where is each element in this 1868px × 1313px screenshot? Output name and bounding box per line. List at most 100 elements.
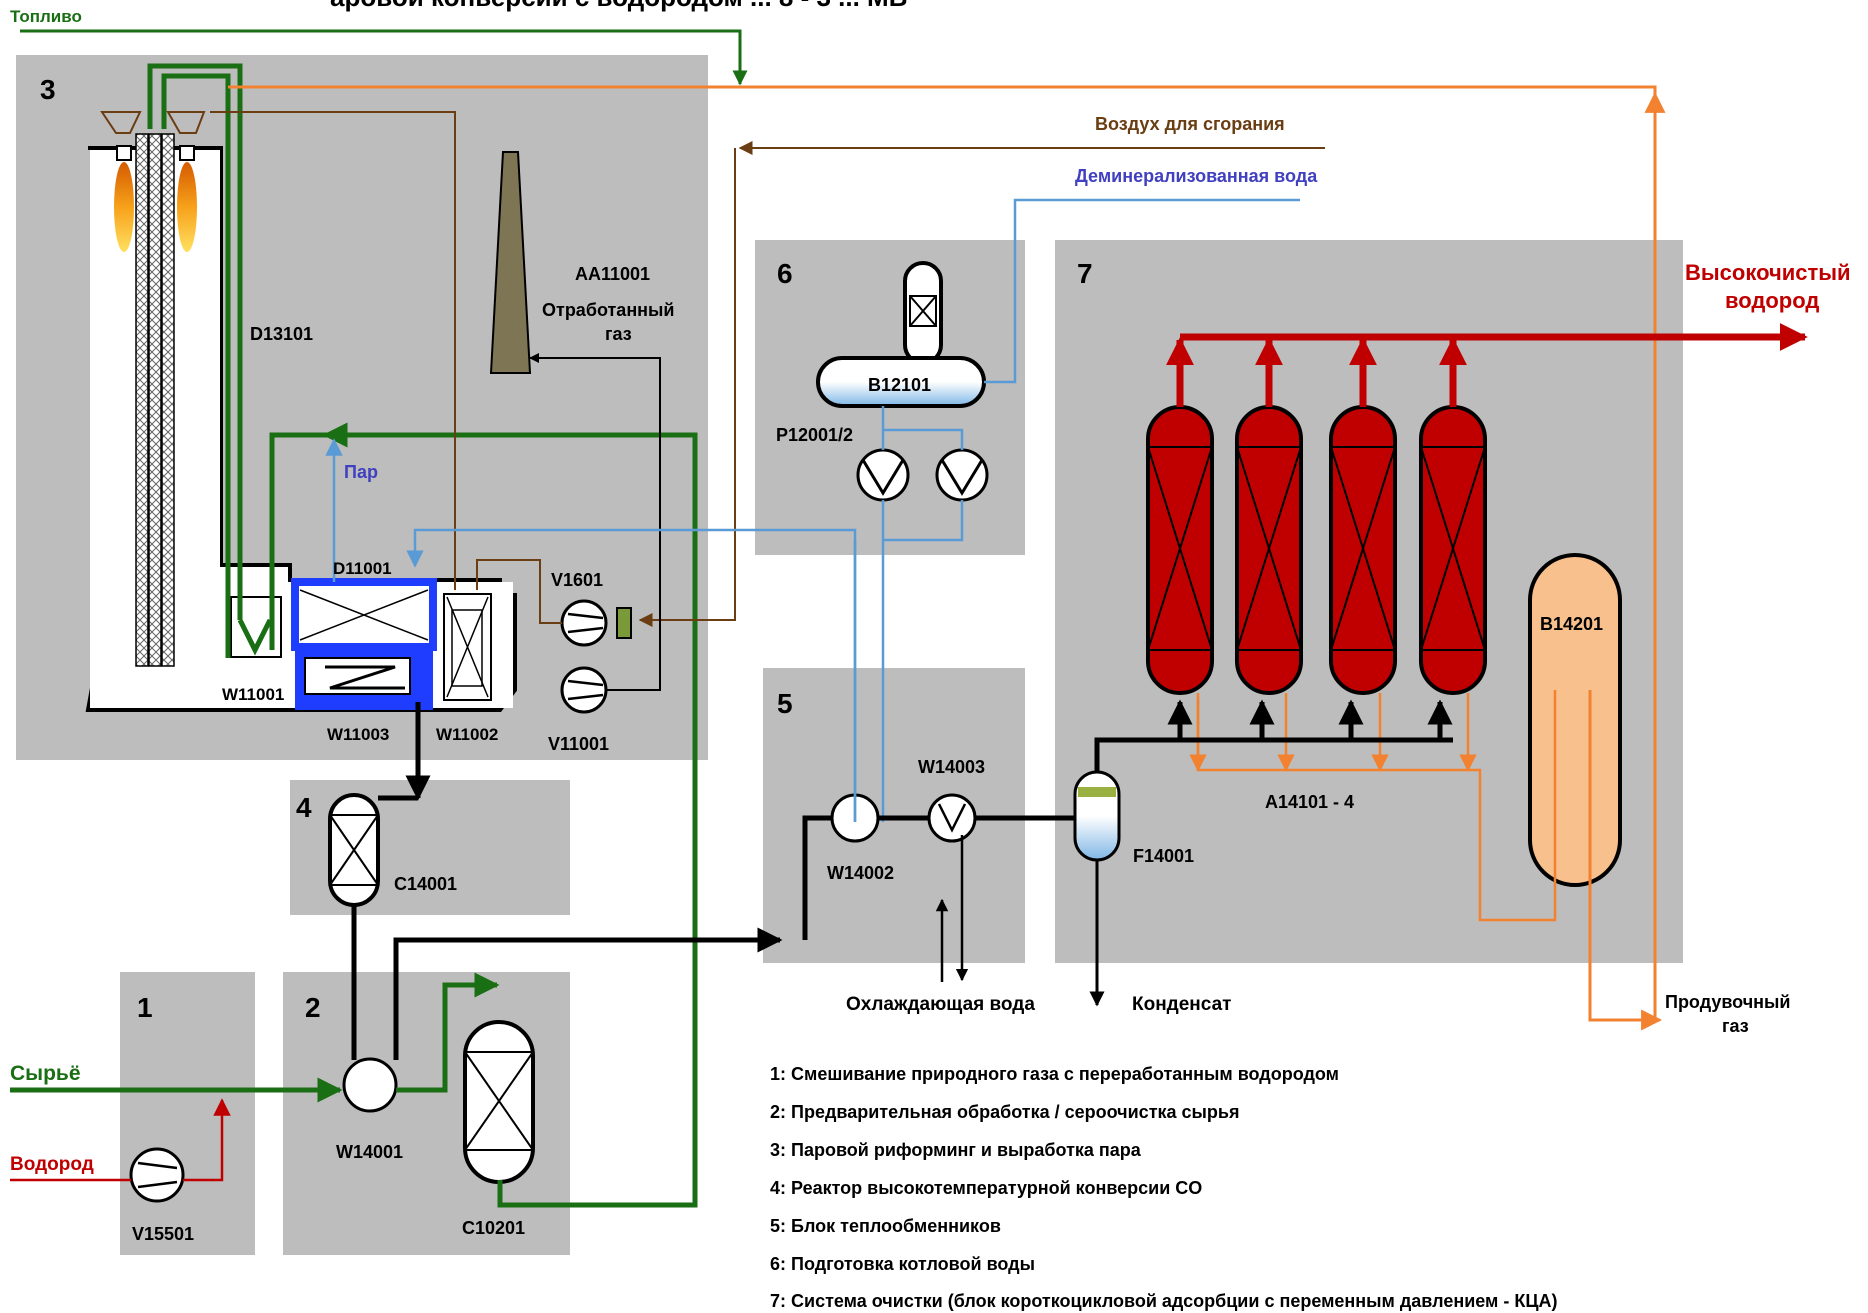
tag-C14001: C14001: [394, 874, 457, 894]
legend-item-6: 6: Подготовка котловой воды: [770, 1254, 1035, 1274]
legend-item-4: 4: Реактор высокотемпературной конверсии…: [770, 1178, 1202, 1198]
purge-gas-out: [1588, 690, 1663, 1031]
heat-exchanger-W14003: [927, 793, 977, 843]
heat-exchanger-W14001: [342, 1057, 398, 1113]
label-combustion-air: Воздух для сгорания: [1095, 114, 1285, 134]
feed-to-desulfurizer: [396, 972, 500, 1093]
block-1-number: 1: [137, 992, 153, 1023]
steam-to-reformer-line: [269, 432, 698, 1208]
compressor-V15501: [129, 1147, 185, 1203]
label-hydrogen: Водород: [10, 1154, 94, 1175]
tag-W14001: W14001: [336, 1142, 403, 1162]
block-5-number: 5: [777, 688, 793, 719]
C14001-cross: [329, 814, 379, 886]
burner-hood-left: [100, 111, 142, 134]
pump-b-symbol: [940, 459, 984, 496]
tag-D13101: D13101: [250, 324, 313, 344]
tag-AA11001: AA11001: [575, 264, 650, 284]
process-gas-into-W14002: [802, 815, 832, 940]
adsorber-1-cross: [1147, 446, 1213, 651]
stack-AA11001: [489, 151, 532, 374]
W14003-symbol: [937, 803, 967, 833]
burner-right: [179, 145, 195, 161]
legend-item-2: 2: Предварительная обработка / сероочист…: [770, 1102, 1239, 1122]
label-purge-gas-2: газ: [1722, 1016, 1749, 1036]
adsorber-3-cross: [1330, 446, 1396, 651]
tag-W11003: W11003: [327, 725, 389, 744]
air-blower-to-convection: [476, 559, 562, 624]
tag-C10201: C10201: [462, 1218, 525, 1238]
tag-B14201: B14201: [1540, 614, 1603, 634]
combustion-air-to-blower: [638, 148, 736, 627]
label-feed: Сырьё: [10, 1062, 81, 1085]
F14001-demister: [1078, 787, 1116, 797]
tag-B12101: B12101: [868, 375, 931, 395]
tag-W11001: W11001: [222, 685, 284, 704]
label-off-gas-1: Отработанный: [542, 300, 675, 320]
tag-D11001: D11001: [333, 559, 392, 578]
D13101-loop: [237, 618, 273, 656]
fuel-line: [20, 29, 748, 86]
label-purge-gas-1: Продувочный: [1665, 992, 1790, 1012]
legend: 1: Смешивание природного газа с перерабо…: [770, 1064, 1557, 1311]
label-high-purity-h2-2: водород: [1725, 288, 1819, 313]
label-high-purity-h2-1: Высокочистый: [1685, 260, 1851, 285]
block-7-number: 7: [1077, 258, 1093, 289]
blower-V11001: [560, 666, 608, 714]
W11003-coil: [325, 665, 405, 690]
pump-a-symbol: [861, 459, 905, 496]
label-demin-water: Деминерализованная вода: [1075, 166, 1318, 186]
block-6-number: 6: [777, 258, 793, 289]
label-fuel: Топливо: [10, 7, 82, 26]
block-2-number: 2: [305, 992, 321, 1023]
tag-P12001-2: P12001/2: [776, 425, 853, 445]
V11001-symbol: [567, 679, 604, 701]
separator-F14001: [1073, 770, 1121, 862]
process-gas-W14001-to-W14002: [393, 937, 720, 1060]
label-condensate: Конденсат: [1132, 994, 1231, 1015]
vessel-B14201: [1528, 553, 1622, 887]
fuel-to-burners: [147, 63, 243, 658]
block-4-number: 4: [296, 792, 312, 823]
C10201-cross: [464, 1051, 534, 1151]
purge-gas-fuel-line: [228, 85, 1657, 1020]
burner-hood-right: [166, 111, 206, 134]
tag-V15501: V15501: [132, 1224, 194, 1244]
tag-W14002: W14002: [827, 863, 894, 883]
adsorber-4-cross: [1420, 446, 1486, 651]
legend-item-7: 7: Система очистки (блок короткоцикловой…: [770, 1291, 1557, 1311]
legend-item-3: 3: Паровой риформинг и выработка пара: [770, 1140, 1142, 1160]
W11002-cross: [446, 596, 489, 698]
tag-F14001: F14001: [1133, 846, 1194, 866]
bfw-pump-lines: [881, 406, 964, 450]
title-fragment: аровой конверсии с водородом ... 8 - 3 .…: [330, 0, 907, 12]
burner-left: [116, 145, 132, 161]
label-off-gas-2: газ: [605, 324, 632, 344]
tag-V1601: V1601: [551, 570, 603, 590]
V1601-symbol: [567, 612, 604, 634]
tag-V11001: V11001: [548, 734, 609, 754]
reformer-tube-3: [161, 133, 175, 667]
deaerator-column-cross: [909, 295, 937, 327]
adsorbers-A14101-4: [1146, 405, 1487, 695]
reformer-tube-1: [135, 133, 149, 667]
bfw-to-drum: [406, 528, 857, 822]
blower-V1601: [560, 599, 608, 647]
air-filter: [616, 607, 632, 639]
V15501-symbol: [137, 1161, 178, 1189]
label-cooling-water: Охлаждающая вода: [846, 994, 1035, 1015]
W11002-inner: [451, 609, 483, 687]
tag-W14003: W14003: [918, 757, 985, 777]
hot-air-to-burners: [210, 111, 456, 590]
label-steam: Пар: [344, 462, 378, 482]
process-gas-to-adsorbers: [1094, 737, 1453, 772]
reformer-tube-2: [148, 133, 162, 667]
block-3-number: 3: [40, 74, 56, 105]
adsorber-2-cross: [1236, 446, 1302, 651]
flue-gas-to-stack: [529, 353, 661, 691]
D11001-cross: [299, 589, 429, 641]
hydrogen-to-feed: [183, 1098, 231, 1182]
legend-item-1: 1: Смешивание природного газа с перерабо…: [770, 1064, 1339, 1084]
flame-right: [177, 162, 197, 252]
